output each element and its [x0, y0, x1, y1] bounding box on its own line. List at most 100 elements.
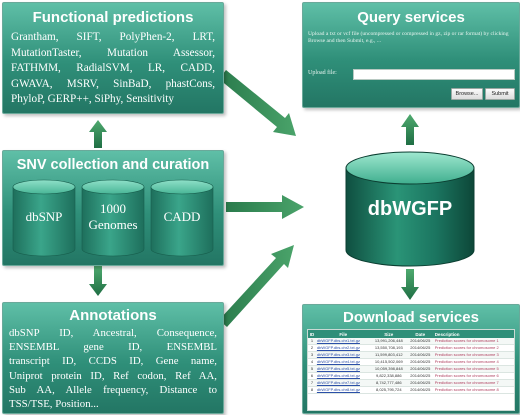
annotations-line: Uniprot protein ID, Ref codon, Ref AA, — [9, 369, 217, 382]
annotations-panel: Annotations dbSNP ID, Ancestral, Consequ… — [2, 302, 224, 414]
row-id: 5 — [310, 366, 314, 371]
arrow-annotations-to-database — [219, 245, 294, 327]
row-date: 2014/06/25 — [410, 359, 431, 364]
row-size: 8,742,777,486 — [375, 380, 402, 385]
arrow-functional-to-database — [219, 70, 296, 136]
functional-predictions-line: PhyloP, GERP++, SiPhy, Sensitivity — [11, 93, 174, 105]
row-size: 13,550,708,193 — [374, 345, 403, 350]
arrow-snv-to-database — [226, 195, 304, 219]
database-cylinders — [12, 179, 214, 257]
row-file-link[interactable]: dbWGFP.dbs.chr5.txt.gz — [316, 366, 360, 371]
row-file-link[interactable]: dbWGFP.dbs.chr2.txt.gz — [316, 345, 360, 350]
row-size: 10,415,502,069 — [374, 359, 403, 364]
row-file-link[interactable]: dbWGFP.dbs.chr4.txt.gz — [316, 359, 360, 364]
table-header-description: Description — [434, 331, 460, 337]
row-id: 2 — [310, 345, 314, 350]
annotations-text: dbSNP ID, Ancestral, Consequence, ENSEMB… — [9, 326, 217, 411]
functional-predictions-title: Functional predictions — [32, 9, 194, 26]
cylinder-dbsnp — [12, 179, 76, 257]
cylinder-label-cadd: CADD — [163, 209, 201, 224]
functional-predictions-line: Grantham, SIFT, PolyPhen-2, LRT, — [11, 31, 215, 43]
functional-predictions-line: FATHMM, RadialSVM, LR, CADD, — [11, 62, 215, 74]
query-instructions: Upload a txt or vcf file (uncompressed o… — [308, 31, 509, 44]
submit-button[interactable]: Submit — [485, 88, 515, 100]
download-services-title: Download services — [343, 309, 479, 326]
row-description: Prediction scores for chromosome 5 — [434, 366, 499, 371]
row-file-link[interactable]: dbWGFP.dbs.chr3.txt.gz — [316, 352, 360, 357]
table-header-id: ID — [309, 331, 315, 337]
row-description: Prediction scores for chromosome 8 — [434, 387, 499, 392]
row-description: Prediction scores for chromosome 4 — [434, 359, 499, 364]
query-services-title: Query services — [357, 9, 465, 26]
annotations-line: Sub AA, Allele frequency, Distance to — [9, 383, 217, 396]
row-date: 2014/06/25 — [410, 387, 431, 392]
annotations-line: dbSNP ID, Ancestral, Consequence, — [9, 327, 217, 339]
cylinder-cadd — [150, 179, 214, 257]
row-id: 6 — [310, 373, 314, 378]
table-header-file: File — [339, 331, 348, 337]
arrow-down-to-download-services — [401, 269, 419, 300]
row-date: 2014/06/25 — [410, 380, 431, 385]
annotations-line: ENSEMBL gene ID, ENSEMBL — [9, 341, 217, 354]
dbwgfp-database — [345, 151, 475, 267]
cylinder-label-dbsnp: dbSNP — [25, 209, 63, 224]
row-description: Prediction scores for chromosome 2 — [434, 345, 499, 350]
cylinder-label-1000-genomes: 1000 Genomes — [88, 201, 138, 232]
row-description: Prediction scores for chromosome 6 — [434, 373, 499, 378]
dbwgfp-label: dbWGFP — [367, 198, 453, 220]
arrow-down-to-annotations — [89, 266, 107, 296]
upload-label: Upload file: — [308, 70, 337, 76]
row-id: 4 — [310, 359, 314, 364]
functional-predictions-panel: Functional predictions Grantham, SIFT, P… — [2, 2, 224, 114]
row-file-link[interactable]: dbWGFP.dbs.chr7.txt.gz — [316, 380, 360, 385]
query-services-panel: Query services Upload a txt or vcf file … — [302, 2, 520, 108]
row-size: 9,822,338,886 — [375, 373, 402, 378]
row-size: 10,059,398,848 — [374, 366, 403, 371]
arrow-up-to-query-services — [401, 114, 419, 145]
row-description: Prediction scores for chromosome 1 — [434, 338, 499, 343]
row-file-link[interactable]: dbWGFP.dbs.chr6.txt.gz — [316, 373, 360, 378]
functional-predictions-text: Grantham, SIFT, PolyPhen-2, LRT, Mutatio… — [11, 30, 215, 108]
row-id: 3 — [310, 352, 314, 357]
row-description: Prediction scores for chromosome 7 — [434, 380, 499, 385]
annotations-title: Annotations — [69, 307, 157, 324]
browse-button[interactable]: Browse... — [451, 88, 483, 100]
arrow-up-to-functional-predictions — [89, 120, 107, 148]
annotations-line: transcript ID, CCDS ID, Gene name, — [9, 355, 217, 368]
row-size: 8,025,795,724 — [375, 387, 402, 392]
functional-predictions-line: MutationTaster, Mutation Assessor, — [11, 46, 215, 59]
row-date: 2014/06/25 — [410, 366, 431, 371]
snv-collection-title: SNV collection and curation — [16, 157, 210, 173]
table-header-row: ID File Size Date Description — [308, 330, 514, 338]
row-id: 1 — [310, 338, 314, 343]
download-services-panel: Download services ID File Size Date Desc… — [302, 304, 520, 414]
annotations-line: TSS/TSE, Position... — [9, 398, 99, 411]
row-id: 8 — [310, 387, 314, 392]
snv-collection-panel: SNV collection and curation dbSNP 1 — [2, 150, 224, 266]
row-id: 7 — [310, 380, 314, 385]
row-date: 2014/06/25 — [410, 373, 431, 378]
row-date: 2014/06/25 — [410, 345, 431, 350]
row-date: 2014/06/25 — [410, 352, 431, 357]
upload-file-input[interactable] — [353, 69, 515, 80]
functional-predictions-line: GWAVA, MSRV, SinBaD, phastCons, — [11, 77, 215, 90]
row-file-link[interactable]: dbWGFP.dbs.chr1.txt.gz — [316, 338, 360, 343]
row-date: 2014/06/25 — [410, 338, 431, 343]
row-file-link[interactable]: dbWGFP.dbs.chr8.txt.gz — [316, 387, 360, 392]
table-header-size: Size — [384, 331, 394, 337]
cylinder-1000-genomes — [81, 179, 145, 257]
row-description: Prediction scores for chromosome 3 — [434, 352, 499, 357]
table-header-date: Date — [415, 331, 426, 337]
